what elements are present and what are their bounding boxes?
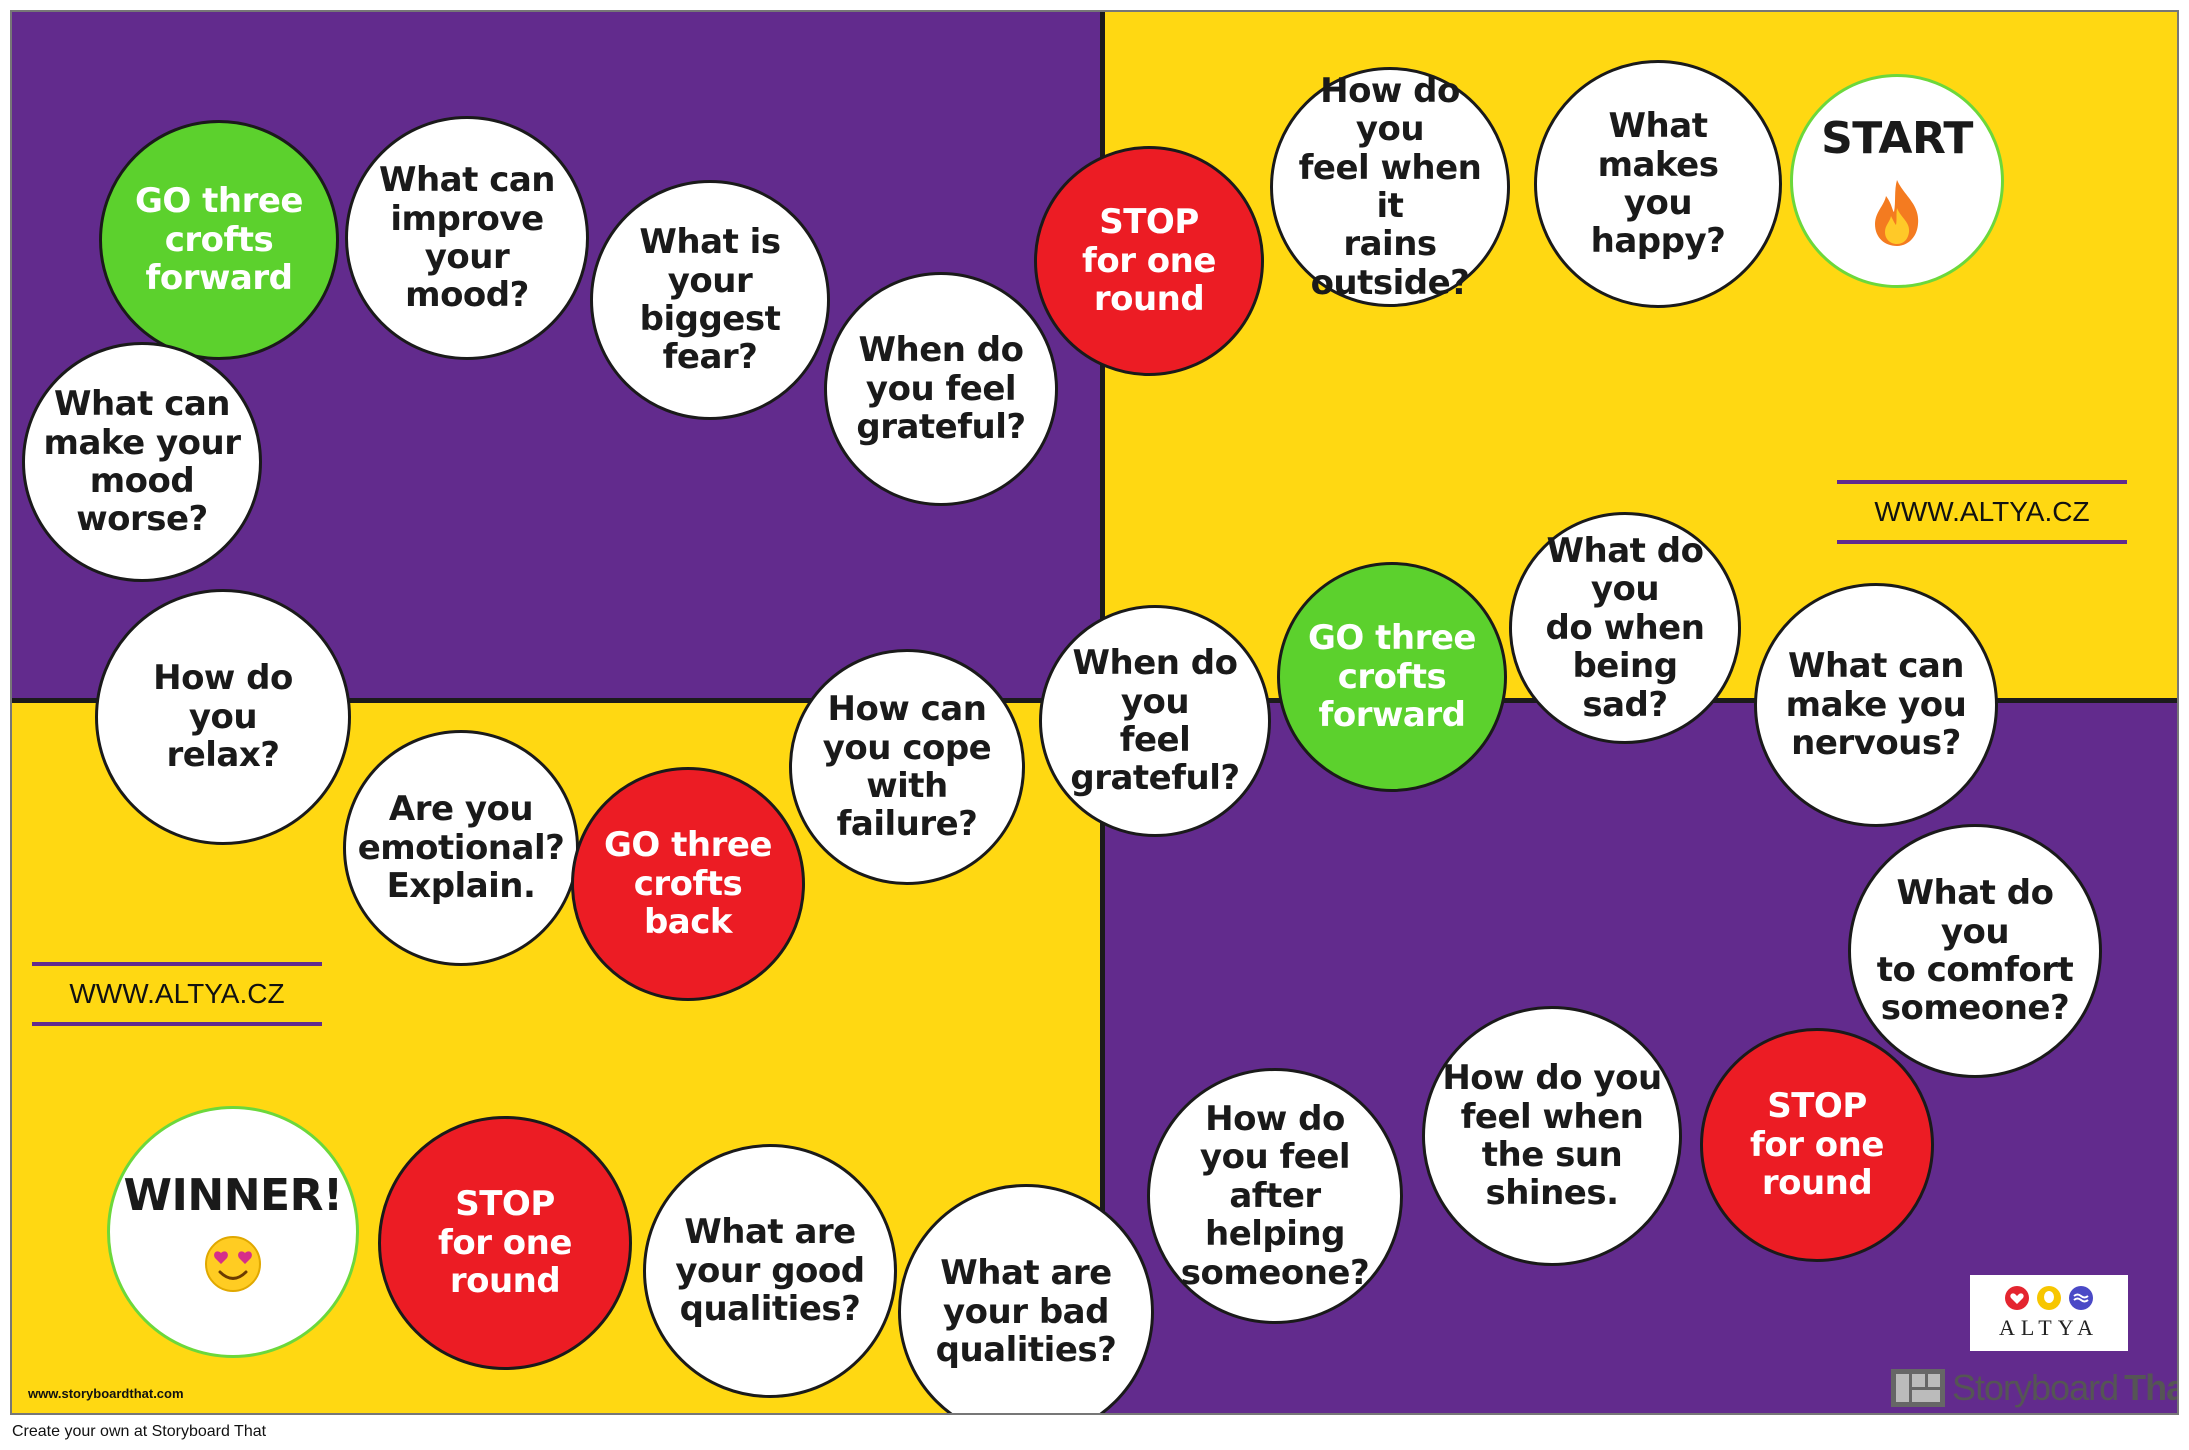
board-space-question[interactable]: What can make you nervous? bbox=[1754, 583, 1998, 827]
heart-eyes-emoji-icon bbox=[205, 1235, 261, 1292]
board-space-question[interactable]: When do you feel grateful? bbox=[1039, 605, 1271, 837]
space-label: How do you feel when it rains outside? bbox=[1298, 70, 1482, 303]
storyboard-icon bbox=[1891, 1369, 1945, 1407]
board-space-question[interactable]: How do you relax? bbox=[95, 589, 351, 845]
board-space-stop[interactable]: STOP for one round bbox=[378, 1116, 632, 1370]
space-label: What can make your mood worse? bbox=[43, 384, 241, 540]
space-label: How do you feel when the sun shines. bbox=[1442, 1058, 1662, 1214]
space-label: STOP for one round bbox=[438, 1184, 572, 1302]
space-label: What can make you nervous? bbox=[1785, 646, 1967, 764]
board-space-question[interactable]: How do you feel after helping someone? bbox=[1147, 1068, 1403, 1324]
heart-icon bbox=[2005, 1286, 2029, 1310]
game-board: START What makes you happy? How do you f… bbox=[10, 10, 2179, 1415]
space-label: WINNER! bbox=[123, 1170, 343, 1222]
storyboardthat-url[interactable]: www.storyboardthat.com bbox=[28, 1386, 184, 1401]
space-label: STOP for one round bbox=[1082, 202, 1216, 320]
space-label: What is your biggest fear? bbox=[639, 222, 781, 378]
board-space-question[interactable]: What are your good qualities? bbox=[643, 1144, 897, 1398]
bulb-icon bbox=[2037, 1286, 2061, 1310]
website-label: WWW.ALTYA.CZ bbox=[32, 962, 322, 1026]
space-label: What do you do when being sad? bbox=[1545, 530, 1705, 725]
altya-logo-text: ALTYA bbox=[1998, 1315, 2100, 1340]
space-label: START bbox=[1821, 113, 1973, 165]
board-space-go-forward[interactable]: GO three crofts forward bbox=[99, 120, 339, 360]
altya-logo-icons bbox=[2004, 1285, 2094, 1311]
board-space-stop[interactable]: STOP for one round bbox=[1700, 1028, 1934, 1262]
board-space-question[interactable]: What can make your mood worse? bbox=[22, 342, 262, 582]
space-label: When do you feel grateful? bbox=[1070, 643, 1240, 799]
footer-credit[interactable]: Create your own at Storyboard That bbox=[12, 1423, 267, 1440]
board-space-question[interactable]: How can you cope with failure? bbox=[789, 649, 1025, 885]
board-space-go-back[interactable]: GO three crofts back bbox=[571, 767, 805, 1001]
space-label: What do you to comfort someone? bbox=[1876, 873, 2074, 1029]
space-label: What are your good qualities? bbox=[675, 1212, 865, 1330]
space-label: Are you emotional? Explain. bbox=[357, 789, 565, 907]
board-space-question[interactable]: What makes you happy? bbox=[1534, 60, 1782, 308]
waves-icon bbox=[2069, 1286, 2093, 1310]
storyboardthat-logo-text-light: Storyboard bbox=[1952, 1367, 2119, 1408]
board-space-question[interactable]: Are you emotional? Explain. bbox=[343, 730, 579, 966]
space-label: How can you cope with failure? bbox=[822, 689, 992, 845]
space-label: When do you feel grateful? bbox=[856, 330, 1026, 448]
board-space-question[interactable]: How do you feel when it rains outside? bbox=[1270, 67, 1510, 307]
board-space-go-forward[interactable]: GO three crofts forward bbox=[1277, 562, 1507, 792]
board-space-question[interactable]: What do you to comfort someone? bbox=[1848, 824, 2102, 1078]
space-label: What can improve your mood? bbox=[378, 160, 556, 316]
board-space-question[interactable]: What do you do when being sad? bbox=[1509, 512, 1741, 744]
board-space-start[interactable]: START bbox=[1790, 74, 2004, 288]
website-label: WWW.ALTYA.CZ bbox=[1837, 480, 2127, 544]
fire-icon bbox=[1875, 179, 1919, 246]
space-label: How do you relax? bbox=[153, 658, 293, 776]
board-space-stop[interactable]: STOP for one round bbox=[1034, 146, 1264, 376]
space-label: What are your bad qualities? bbox=[935, 1253, 1117, 1371]
altya-logo: ALTYA bbox=[1970, 1275, 2128, 1351]
storyboardthat-logo-text-bold: That bbox=[2124, 1367, 2177, 1408]
board-space-question[interactable]: How do you feel when the sun shines. bbox=[1422, 1006, 1682, 1266]
board-space-question[interactable]: What is your biggest fear? bbox=[590, 180, 830, 420]
space-label: GO three crofts forward bbox=[135, 181, 304, 299]
space-label: STOP for one round bbox=[1750, 1086, 1884, 1204]
board-space-question[interactable]: What are your bad qualities? bbox=[898, 1184, 1154, 1413]
board-space-winner[interactable]: WINNER! bbox=[107, 1106, 359, 1358]
space-label: What makes you happy? bbox=[1590, 106, 1726, 262]
space-label: GO three crofts back bbox=[604, 825, 773, 943]
space-label: GO three crofts forward bbox=[1308, 618, 1477, 736]
board-space-question[interactable]: When do you feel grateful? bbox=[824, 272, 1058, 506]
board-space-question[interactable]: What can improve your mood? bbox=[345, 116, 589, 360]
space-label: How do you feel after helping someone? bbox=[1180, 1098, 1370, 1293]
